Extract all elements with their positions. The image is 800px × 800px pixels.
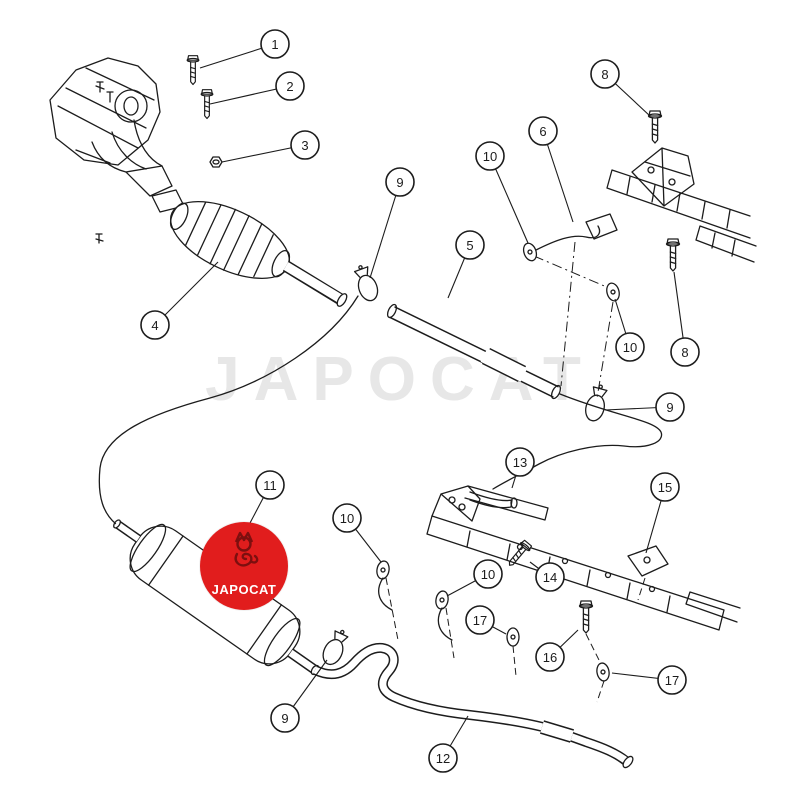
callout-17: 17 [611, 665, 687, 695]
callout-4: 4 [140, 261, 219, 340]
alignment-line [585, 633, 602, 665]
callout-3: 3 [221, 130, 320, 163]
alignment-line [512, 645, 517, 677]
svg-text:16: 16 [543, 650, 557, 665]
svg-text:9: 9 [281, 711, 288, 726]
callout-9: 9 [604, 392, 685, 422]
svg-text:8: 8 [681, 345, 688, 360]
svg-text:10: 10 [623, 340, 637, 355]
callout-14: 14 [529, 561, 565, 592]
callout-10: 10 [332, 503, 382, 563]
svg-text:17: 17 [665, 673, 679, 688]
frame-rail-front [606, 147, 757, 263]
callout-15: 15 [645, 472, 680, 554]
svg-text:12: 12 [436, 751, 450, 766]
hanger-bracket-rear [627, 545, 669, 601]
callout-8: 8 [590, 59, 651, 117]
brand-logo-text: JAPOCAT [211, 582, 277, 597]
callout-9: 9 [270, 659, 328, 733]
callout-2: 2 [209, 71, 305, 105]
svg-text:6: 6 [539, 124, 546, 139]
manifold-nut-icon [209, 156, 223, 168]
svg-text:4: 4 [151, 318, 158, 333]
svg-text:2: 2 [286, 79, 293, 94]
svg-text:9: 9 [666, 400, 673, 415]
alignment-line [445, 607, 455, 659]
svg-text:11: 11 [263, 478, 277, 493]
hanger-insulator [520, 240, 540, 264]
callout-11: 11 [249, 470, 285, 524]
callout-9: 9 [369, 167, 415, 279]
svg-text:15: 15 [658, 480, 672, 495]
hanger-insulator [374, 559, 392, 581]
hanger-insulator [433, 589, 451, 611]
hanger-insulator [604, 281, 622, 303]
hanger-bracket-front [533, 213, 618, 399]
hanger-nut-icon [506, 627, 520, 647]
svg-text:5: 5 [466, 238, 473, 253]
alignment-line [385, 577, 399, 641]
hanger-bolt-icon [578, 600, 594, 634]
intermediate-pipe [385, 303, 563, 400]
exhaust-clamp [318, 626, 352, 669]
callout-1: 1 [199, 29, 290, 69]
catalytic-converter [151, 189, 348, 307]
svg-text:10: 10 [481, 567, 495, 582]
frame-bolt-icon [647, 110, 663, 144]
svg-text:1: 1 [271, 37, 278, 52]
callout-10: 10 [614, 298, 645, 362]
hanger-wire [437, 607, 453, 641]
callout-8: 8 [670, 271, 700, 367]
callout-17: 17 [465, 605, 507, 635]
engine-assembly [49, 57, 173, 244]
svg-text:9: 9 [396, 175, 403, 190]
svg-text:14: 14 [543, 570, 557, 585]
svg-text:10: 10 [340, 511, 354, 526]
brand-logo: JAPOCAT [200, 522, 288, 610]
callout-13: 13 [505, 447, 535, 489]
exhaust-clamp [350, 262, 382, 304]
callout-16: 16 [535, 629, 579, 672]
cat-logo-icon [234, 531, 259, 567]
callout-12: 12 [428, 715, 469, 773]
callout-6: 6 [528, 116, 574, 223]
callout-10: 10 [446, 559, 503, 597]
callout-10: 10 [475, 141, 529, 244]
svg-text:3: 3 [301, 138, 308, 153]
exhaust-clamp [582, 382, 611, 424]
svg-text:17: 17 [473, 613, 487, 628]
front-exhaust-pipe [98, 295, 359, 525]
svg-text:13: 13 [513, 455, 527, 470]
svg-text:10: 10 [483, 149, 497, 164]
callout-5: 5 [447, 230, 485, 299]
hanger-wire [378, 577, 393, 611]
alignment-line [596, 680, 605, 703]
svg-text:8: 8 [601, 67, 608, 82]
frame-bolt-icon [665, 238, 681, 272]
hanger-nut-icon [594, 661, 612, 683]
tailpipe [312, 642, 634, 769]
